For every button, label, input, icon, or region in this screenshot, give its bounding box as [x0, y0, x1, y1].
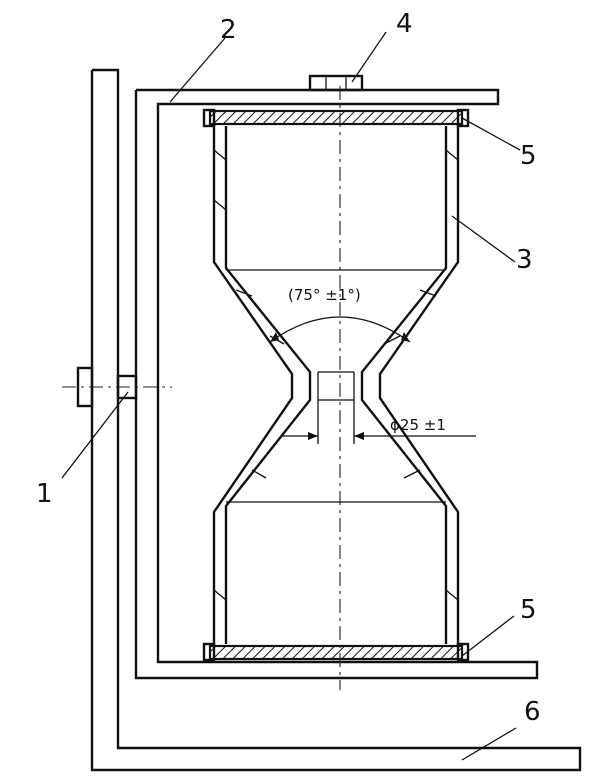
- label-part-6: 6: [524, 697, 541, 727]
- label-part-1: 1: [36, 479, 53, 509]
- angle-annotation: (75° ±1°): [288, 286, 361, 304]
- leader-lines: [61, 31, 521, 761]
- base-stand: [90, 68, 582, 772]
- pivot-axle: [62, 366, 172, 408]
- top-end-cap: [202, 108, 470, 128]
- diameter-dimension: [282, 432, 476, 440]
- hourglass-body: [212, 124, 460, 646]
- label-part-3: 3: [516, 245, 533, 275]
- label-part-2: 2: [220, 15, 237, 45]
- label-part-5-top: 5: [520, 141, 537, 171]
- diameter-annotation: ϕ25 ±1: [390, 416, 446, 434]
- label-part-5-bottom: 5: [520, 595, 537, 625]
- mounting-bracket: [134, 88, 539, 680]
- label-part-4: 4: [396, 9, 413, 39]
- angle-dimension: [269, 316, 411, 343]
- top-fastener: [308, 74, 364, 92]
- bottom-end-cap: [202, 642, 470, 662]
